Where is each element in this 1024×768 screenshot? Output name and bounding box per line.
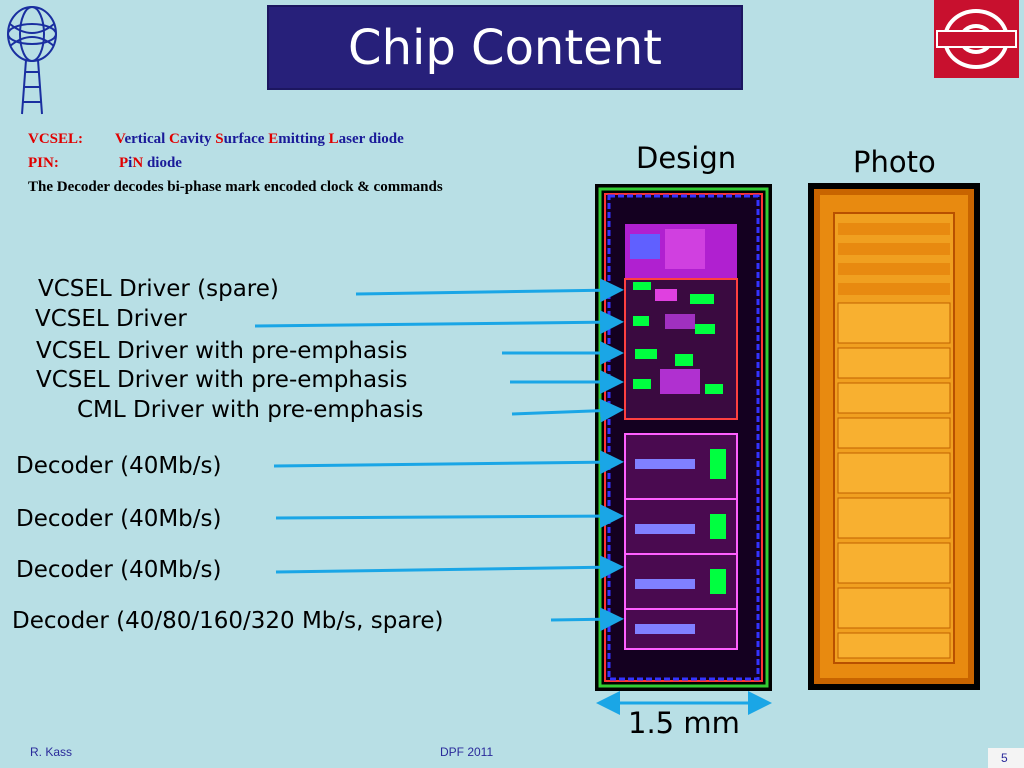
pin-cap-n: N [132,155,144,171]
label-decoder-2: Decoder (40Mb/s) [16,506,222,532]
pin-definition: PiN diode [119,155,182,172]
vcsel-rest-v: ertical [124,131,170,147]
page-number: 5 [1001,751,1008,765]
arrow-decoder-1 [273,450,624,475]
arrow-cml-driver [511,398,624,423]
slide-title-text: Chip Content [348,19,662,76]
vcsel-cap-l: L [328,131,339,147]
vcsel-rest-c: avity [179,131,216,147]
arrow-decoder-3 [275,555,624,580]
vcsel-rest-e: mitting [278,131,329,147]
vcsel-cap-v: V [115,131,125,147]
vcsel-key: VCSEL: [28,131,84,147]
ohio-state-logo [934,0,1019,78]
arrow-decoder-2 [275,504,624,529]
pin-key: PIN: [28,155,59,171]
chip-photo [808,183,980,690]
vcsel-cap-c: C [169,131,180,147]
vcsel-cap-e: E [268,131,279,147]
atlas-logo [7,6,57,115]
dimension-label: 1.5 mm [628,706,740,740]
arrow-vcsel-driver-spare [355,278,624,303]
vcsel-definition: Vertical Cavity Surface Emitting Laser d… [115,131,404,148]
design-header: Design [636,141,737,175]
photo-header: Photo [853,145,936,179]
footer-conference: DPF 2011 [440,745,494,759]
label-cml-driver: CML Driver with pre-emphasis [77,397,424,423]
label-decoder-spare: Decoder (40/80/160/320 Mb/s, spare) [12,608,444,634]
decoder-description: The Decoder decodes bi-phase mark encode… [28,179,443,195]
label-vcsel-driver: VCSEL Driver [35,306,187,332]
label-decoder-1: Decoder (40Mb/s) [16,453,222,479]
pin-rest-p: i [128,155,133,171]
footer-author: R. Kass [30,745,73,759]
arrow-vcsel-driver [254,310,624,335]
chip-design-layout [595,184,772,691]
vcsel-cap-s: S [215,131,224,147]
page-number-box [988,748,1024,768]
vcsel-rest-s: urface [223,131,269,147]
slide-title: Chip Content [267,5,743,90]
label-vcsel-driver-pre-emphasis-1: VCSEL Driver with pre-emphasis [36,338,408,364]
label-vcsel-driver-spare: VCSEL Driver (spare) [38,276,279,302]
arrow-decoder-spare [550,607,624,632]
label-decoder-3: Decoder (40Mb/s) [16,557,222,583]
vcsel-rest-l: aser diode [338,131,404,147]
pin-rest-n: diode [143,155,182,171]
pin-cap-p: P [119,155,129,171]
label-vcsel-driver-pre-emphasis-2: VCSEL Driver with pre-emphasis [36,367,408,393]
